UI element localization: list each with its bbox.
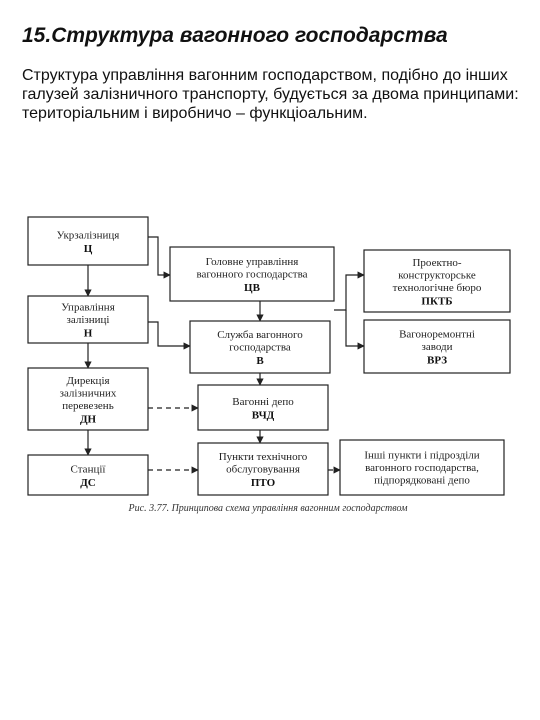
box-code: ДН xyxy=(80,413,97,425)
connector-ukrzaliznytsia-holovne xyxy=(148,236,171,279)
box-frame xyxy=(363,249,511,313)
box-label-line: Проектно- xyxy=(412,257,461,269)
box-frame xyxy=(363,319,511,374)
box-code: ВРЗ xyxy=(427,355,447,367)
box-code: Ц xyxy=(84,243,93,255)
box-label-line: обслуговування xyxy=(226,464,300,476)
box-label-line: Укрзалізниця xyxy=(57,229,120,241)
box-label-line: вагонного господарства xyxy=(197,269,308,281)
box-label-line: Інші пункти і підрозділи xyxy=(364,450,479,462)
box-frame xyxy=(27,216,149,266)
connector-holovne-right-branch xyxy=(334,271,365,311)
connector-holovne-vrz xyxy=(345,310,365,350)
box-label-line: технологічне бюро xyxy=(393,282,482,294)
box-frame xyxy=(189,320,331,374)
box-label-line: Дирекція xyxy=(66,375,109,387)
box-label-line: Головне управління xyxy=(206,256,299,268)
box-code: ПКТБ xyxy=(421,295,452,307)
figure-caption: Рис. 3.77. Принципова схема управління в… xyxy=(128,503,409,514)
box-frame xyxy=(339,439,505,496)
box-label-line: Управління xyxy=(61,302,115,314)
box-label-line: залізниці xyxy=(67,314,110,326)
box-label-line: Вагоноремонтні xyxy=(399,329,475,341)
box-label-line: господарства xyxy=(229,342,291,354)
box-label-line: Вагонні депо xyxy=(232,396,294,408)
box-frame xyxy=(27,454,149,496)
box-code: Н xyxy=(84,328,93,340)
box-frame xyxy=(197,384,329,431)
box-code: В xyxy=(256,355,264,367)
page-title: 15.Структура вагонного господарства xyxy=(22,24,448,47)
box-code: ВЧД xyxy=(252,409,275,421)
box-label-line: Служба вагонного xyxy=(217,329,303,341)
box-label-line: Станції xyxy=(71,463,107,475)
box-label-line: перевезень xyxy=(62,400,113,412)
box-label-line: Пункти технічного xyxy=(219,451,308,463)
box-code: ЦВ xyxy=(244,282,261,294)
box-label-line: підпорядковані депо xyxy=(374,475,470,487)
box-frame xyxy=(197,442,329,496)
box-label-line: вагонного господарства, xyxy=(365,462,479,474)
box-label-line: залізничних xyxy=(60,387,117,399)
box-code: ПТО xyxy=(251,477,276,489)
box-frame xyxy=(27,295,149,344)
box-label-line: конструкторське xyxy=(398,269,476,281)
box-code: ДС xyxy=(80,477,96,489)
box-label-line: заводи xyxy=(421,341,452,353)
box-frame xyxy=(169,246,335,302)
box-frame xyxy=(27,367,149,431)
connector-upravlinnia-sluzhba xyxy=(148,321,191,350)
intro-paragraph: Структура управління вагонним господарст… xyxy=(22,67,519,122)
